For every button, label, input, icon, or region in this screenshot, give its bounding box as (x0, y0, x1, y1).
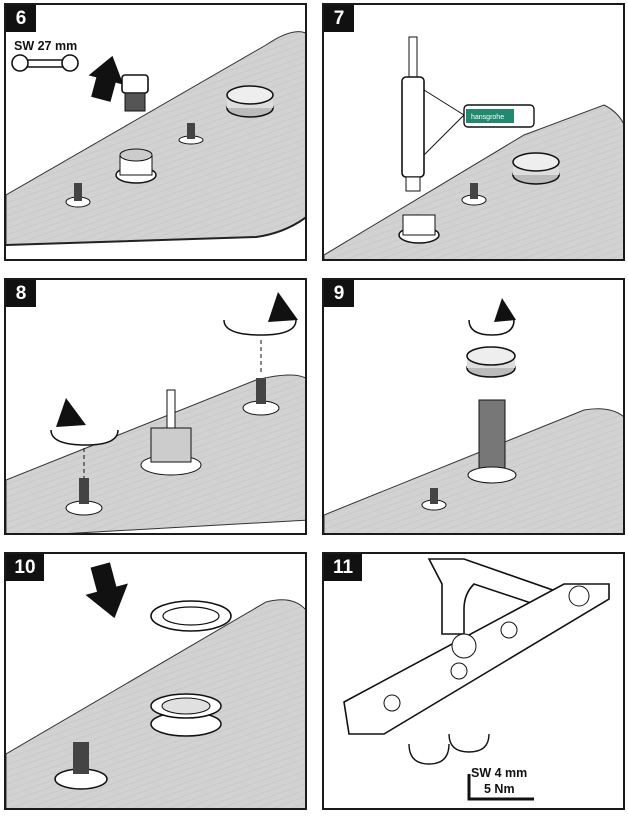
valve-part-icon (121, 74, 149, 112)
grease-tube-icon: hansgrohe (463, 104, 535, 128)
step-6-illustration (6, 31, 305, 246)
down-arrow-icon (85, 562, 128, 619)
step-panel-9: 9 (322, 278, 625, 535)
valve-stem-icon (421, 488, 447, 511)
ring-nut-icon (115, 148, 157, 184)
cap-icon (512, 152, 560, 185)
valve-stem-icon (242, 378, 280, 416)
step-number-8: 8 (6, 280, 36, 307)
cap-icon (226, 85, 274, 118)
mounting-plate-icon (343, 583, 610, 735)
valve-stem-icon-2 (65, 183, 91, 208)
step-number-11: 11 (324, 554, 362, 581)
rotate-clockwise-icon-2 (50, 398, 119, 446)
step-number-10: 10 (6, 554, 44, 581)
step-number-6: 6 (6, 5, 36, 32)
step-9-illustration (324, 298, 623, 533)
step-7-illustration: hansgrohe (324, 36, 623, 259)
rotate-clockwise-icon-2 (448, 733, 490, 753)
extension-sleeve-icon (467, 399, 517, 484)
rotate-clockwise-icon (408, 743, 450, 765)
valve-stem-icon (54, 742, 108, 790)
valve-stem-icon (461, 183, 487, 206)
torque-label: 5 Nm (484, 782, 515, 796)
up-arrow-icon (88, 55, 124, 102)
step-panel-10: 10 (4, 552, 307, 810)
cartridge-icon (401, 36, 425, 192)
cartridge-icon (140, 389, 202, 476)
ring-nut-icon (150, 693, 222, 737)
valve-stem-icon (178, 123, 204, 145)
product-label: hansgrohe (471, 114, 504, 121)
ring-nut-icon (398, 214, 440, 244)
step-number-7: 7 (324, 5, 354, 32)
step-8-illustration (6, 292, 305, 533)
rotate-clockwise-icon (468, 298, 516, 336)
ring-icon (150, 600, 232, 632)
step-10-illustration (6, 562, 305, 808)
hex-key-size-label: SW 4 mm (471, 766, 528, 780)
step-panel-11: 11 SW 4 mm 5 Nm (322, 552, 625, 810)
hex-key-icon (467, 774, 534, 801)
wrench-icon (11, 54, 79, 72)
cap-icon (466, 346, 516, 378)
valve-stem-icon-2 (65, 478, 103, 516)
step-panel-6: 6 SW 27 mm (4, 3, 307, 261)
rotate-clockwise-icon (223, 292, 298, 336)
step-panel-7: 7 hansgrohe (322, 3, 625, 261)
step-number-9: 9 (324, 280, 354, 307)
step-panel-8: 8 (4, 278, 307, 535)
step-11-illustration (343, 558, 610, 801)
wrench-size-label: SW 27 mm (14, 39, 78, 53)
